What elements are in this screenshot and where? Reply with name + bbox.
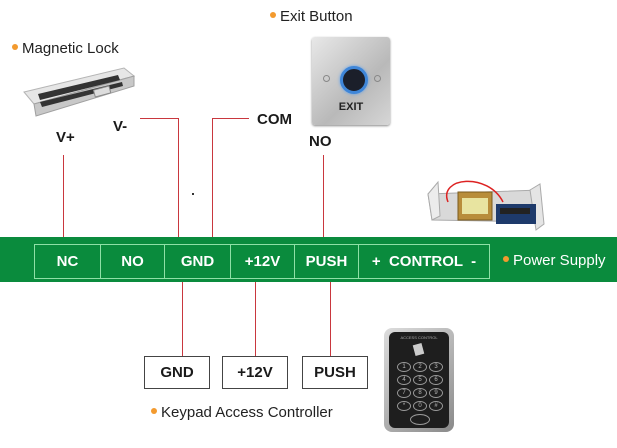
magnetic-lock-image (23, 67, 136, 117)
keypad-key: 9 (429, 388, 443, 398)
exit-text: EXIT (338, 101, 364, 113)
wire-vplus-nc (63, 155, 64, 238)
magnetic-lock-label: Magnetic Lock (12, 40, 119, 57)
keypad-key: 2 (413, 362, 427, 372)
wire-gnd-keypad (182, 282, 183, 356)
terminal-nc: NC (34, 244, 101, 279)
pin-vminus: V- (113, 118, 128, 135)
terminal-push: PUSH (294, 244, 359, 279)
bullet-icon (270, 12, 276, 19)
exit-button-image: EXIT (312, 37, 390, 125)
wire-no-push (323, 155, 324, 238)
pin-vplus: V+ (56, 129, 75, 146)
wire-com-gnd (212, 118, 213, 238)
keypad-key: 7 (397, 388, 411, 398)
wire-vminus-h (140, 118, 179, 119)
power-supply-label-text: Power Supply (513, 252, 606, 269)
touch-sensor-icon (340, 66, 368, 94)
keypad-key: * (397, 401, 411, 411)
keypad-key: 0 (413, 401, 427, 411)
keypad-header-text: ACCESS CONTROL (400, 335, 438, 340)
keypad-key: # (429, 401, 443, 411)
screw-icon (374, 75, 381, 82)
bell-button-icon (410, 414, 430, 425)
pin-no: NO (309, 133, 332, 150)
bullet-icon (503, 256, 509, 263)
terminal-gnd: GND (164, 244, 231, 279)
keypad-key: 4 (397, 375, 411, 385)
power-supply-label: Power Supply (503, 252, 606, 269)
keypad-terminal-push: PUSH (302, 356, 368, 389)
terminal-no: NO (100, 244, 165, 279)
pin-com: COM (257, 111, 292, 128)
keypad-label: Keypad Access Controller (151, 404, 333, 421)
terminal-12v: +12V (230, 244, 295, 279)
keypad-key: 1 (397, 362, 411, 372)
terminal-control: + CONTROL - (358, 244, 490, 279)
exit-button-label: Exit Button (270, 8, 353, 25)
screw-icon (323, 75, 330, 82)
power-supply-image (427, 180, 545, 231)
wire-push-keypad (330, 282, 331, 356)
wire-com-h (212, 118, 249, 119)
keypad-label-text: Keypad Access Controller (161, 404, 333, 421)
exit-button-label-text: Exit Button (280, 8, 353, 25)
card-icon (412, 343, 425, 356)
bullet-icon (151, 408, 157, 415)
keypad-key: 3 (429, 362, 443, 372)
bullet-icon (12, 44, 18, 51)
keypad-key: 6 (429, 375, 443, 385)
keypad-terminal-gnd: GND (144, 356, 210, 389)
stray-dot (192, 193, 194, 195)
wire-vminus-gnd (178, 118, 179, 238)
magnetic-lock-label-text: Magnetic Lock (22, 40, 119, 57)
keypad-key: 5 (413, 375, 427, 385)
keypad-key: 8 (413, 388, 427, 398)
wire-12v-keypad (255, 282, 256, 356)
keypad-terminal-12v: +12V (222, 356, 288, 389)
